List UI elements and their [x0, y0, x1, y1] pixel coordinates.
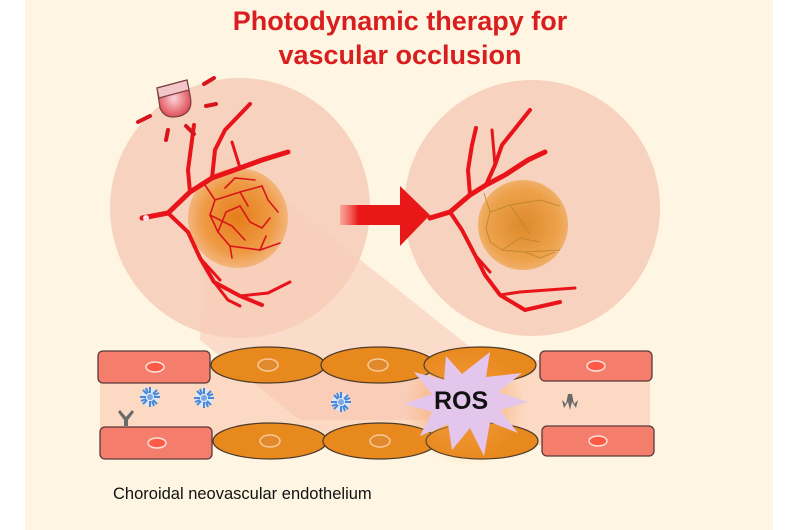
retina-before-treatment: [110, 78, 370, 338]
endothelium-top-row: [97, 346, 653, 384]
ros-label: ROS: [434, 387, 489, 415]
photosensitizer-nanoparticle-icon: [193, 387, 215, 409]
photosensitizer-nanoparticle-icon: [330, 391, 352, 413]
title-line-1: Photodynamic therapy for: [232, 6, 568, 36]
photosensitizer-nanoparticle-icon: [139, 386, 161, 408]
title-line-2: vascular occlusion: [278, 40, 522, 70]
retina-after-treatment: [404, 80, 660, 336]
figure-caption: Choroidal neovascular endothelium: [113, 485, 372, 503]
receptor-icon: [118, 410, 134, 426]
arrow-right-icon: [340, 186, 430, 246]
figure-title: Photodynamic therapy for vascular occlus…: [0, 4, 800, 72]
ros-burst-icon: [404, 345, 528, 465]
light-source-icon: [136, 76, 218, 142]
endothelium-bottom-row: [99, 422, 655, 460]
receptor-icon: [562, 394, 578, 410]
